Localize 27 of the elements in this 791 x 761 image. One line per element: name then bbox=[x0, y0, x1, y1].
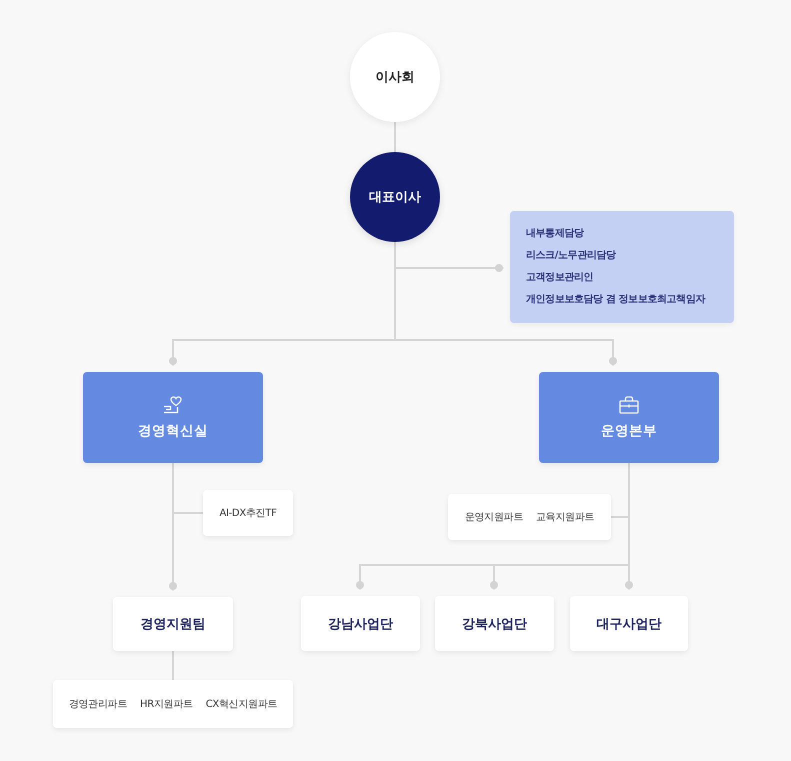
department-title: 경영혁신실 bbox=[138, 422, 208, 440]
connector-line bbox=[394, 122, 396, 152]
unit-card bbox=[53, 680, 293, 728]
team-name: 강북사업단 bbox=[462, 616, 527, 632]
unit-name: 운영지원파트 bbox=[464, 511, 523, 524]
unit-name: HR지원파트 bbox=[140, 698, 193, 711]
role-item: 고객정보관리인 bbox=[526, 271, 594, 285]
unit-name: CX혁신지원파트 bbox=[206, 698, 278, 711]
unit-name: 교육지원파트 bbox=[536, 511, 594, 524]
team-name: 강남사업단 bbox=[328, 616, 393, 632]
node-label: 이사회 bbox=[376, 69, 414, 86]
team-name: 경영지원팀 bbox=[140, 616, 206, 633]
unit-name: 경영관리파트 bbox=[68, 698, 128, 711]
team-card bbox=[113, 597, 233, 651]
department-title: 운영본부 bbox=[601, 422, 657, 440]
unit-card bbox=[203, 490, 293, 536]
role-item: 개인정보보호담당 겸 정보보호최고책임자 bbox=[526, 293, 705, 307]
unit-card bbox=[448, 494, 611, 540]
role-item: 리스크/노무관리담당 bbox=[526, 249, 616, 263]
department-panel bbox=[539, 372, 719, 463]
node-label: 대표이사 bbox=[369, 189, 421, 206]
connector-line bbox=[172, 651, 174, 680]
role-item: 내부통제담당 bbox=[526, 227, 584, 241]
unit-name: AI-DX추진TF bbox=[219, 507, 277, 520]
team-name: 대구사업단 bbox=[596, 616, 662, 632]
department-panel bbox=[83, 372, 263, 463]
note-panel bbox=[510, 211, 734, 323]
